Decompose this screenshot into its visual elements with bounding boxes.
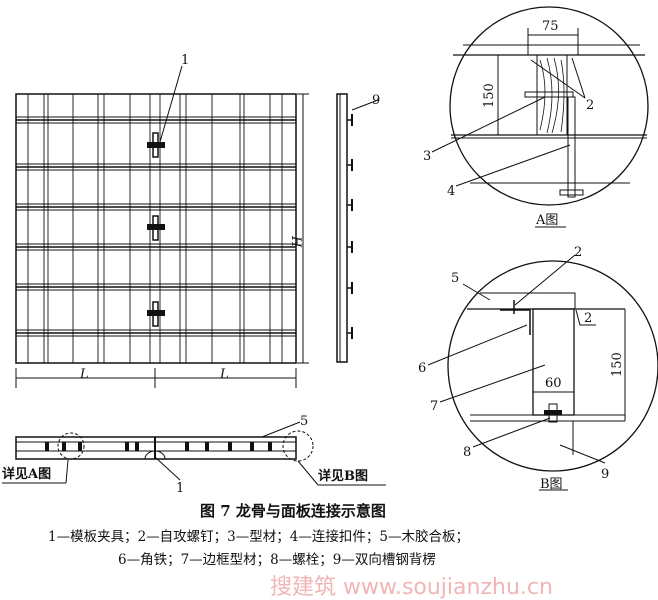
section-rib <box>125 442 129 451</box>
section-rib <box>205 442 209 451</box>
section-rib <box>268 442 272 451</box>
detail-a-dim-height: 150 <box>482 83 497 108</box>
detail-a-callout-3: 3 <box>423 149 431 164</box>
detail-b-dim-width: 60 <box>545 376 562 391</box>
figure-caption: 图 7 龙骨与面板连接示意图 <box>200 502 386 520</box>
plan-section <box>2 421 386 486</box>
clamp-icon <box>147 215 165 241</box>
detail-b-title: B图 <box>540 477 563 492</box>
detail-b-callout-2-right: 2 <box>584 311 592 326</box>
clamp-icon <box>147 301 165 327</box>
detail-b-callout-2-top: 2 <box>574 245 582 260</box>
section-rib <box>45 442 49 451</box>
clamp-icon <box>147 132 165 158</box>
detail-b-callout-5: 5 <box>451 271 459 286</box>
detail-a-dim-width: 75 <box>542 19 559 34</box>
detail-a-drawing <box>431 6 649 228</box>
section-rib <box>78 442 82 451</box>
dim-label-right: L <box>219 367 229 382</box>
detail-b-callout-9: 9 <box>601 467 609 482</box>
section-rib <box>135 442 139 451</box>
watermark: 搜建筑 www.soujianzhu.cn <box>270 575 553 600</box>
callout-1-elevation: 1 <box>181 53 189 68</box>
section-rib <box>185 442 189 451</box>
clamp-markers <box>147 65 183 327</box>
detail-b-callout-8: 8 <box>463 445 471 460</box>
legend-line-2: 6—角铁；7—边框型材；8—螺栓；9—双向槽钢背楞 <box>118 552 436 568</box>
detail-a-title: A图 <box>535 213 558 228</box>
callout-1-section: 1 <box>176 481 184 496</box>
section-rib <box>62 442 66 451</box>
dimension-lines <box>15 93 309 388</box>
detail-b-reference: 详见B图 <box>318 468 368 484</box>
section-rib <box>250 442 254 451</box>
panel-elevation <box>15 93 297 364</box>
detail-b-dim-height: 150 <box>610 352 625 377</box>
detail-b-callout-6: 6 <box>418 361 426 376</box>
detail-a-callout-2: 2 <box>586 98 594 113</box>
side-elevation <box>336 93 379 363</box>
callout-9-side: 9 <box>372 93 380 108</box>
detail-b-callout-7: 7 <box>430 399 438 414</box>
section-rib <box>228 442 232 451</box>
detail-a-reference: 详见A图 <box>2 466 51 482</box>
legend-line-1: 1—模板夹具；2—自攻螺钉；3—型材；4—连接扣件；5—木胶合板； <box>48 528 469 545</box>
callout-5-section: 5 <box>300 414 308 429</box>
dim-label-left: L <box>79 367 89 382</box>
dim-label-height: H <box>288 235 303 248</box>
detail-b-drawing <box>427 254 658 491</box>
detail-a-callout-4: 4 <box>447 184 455 199</box>
